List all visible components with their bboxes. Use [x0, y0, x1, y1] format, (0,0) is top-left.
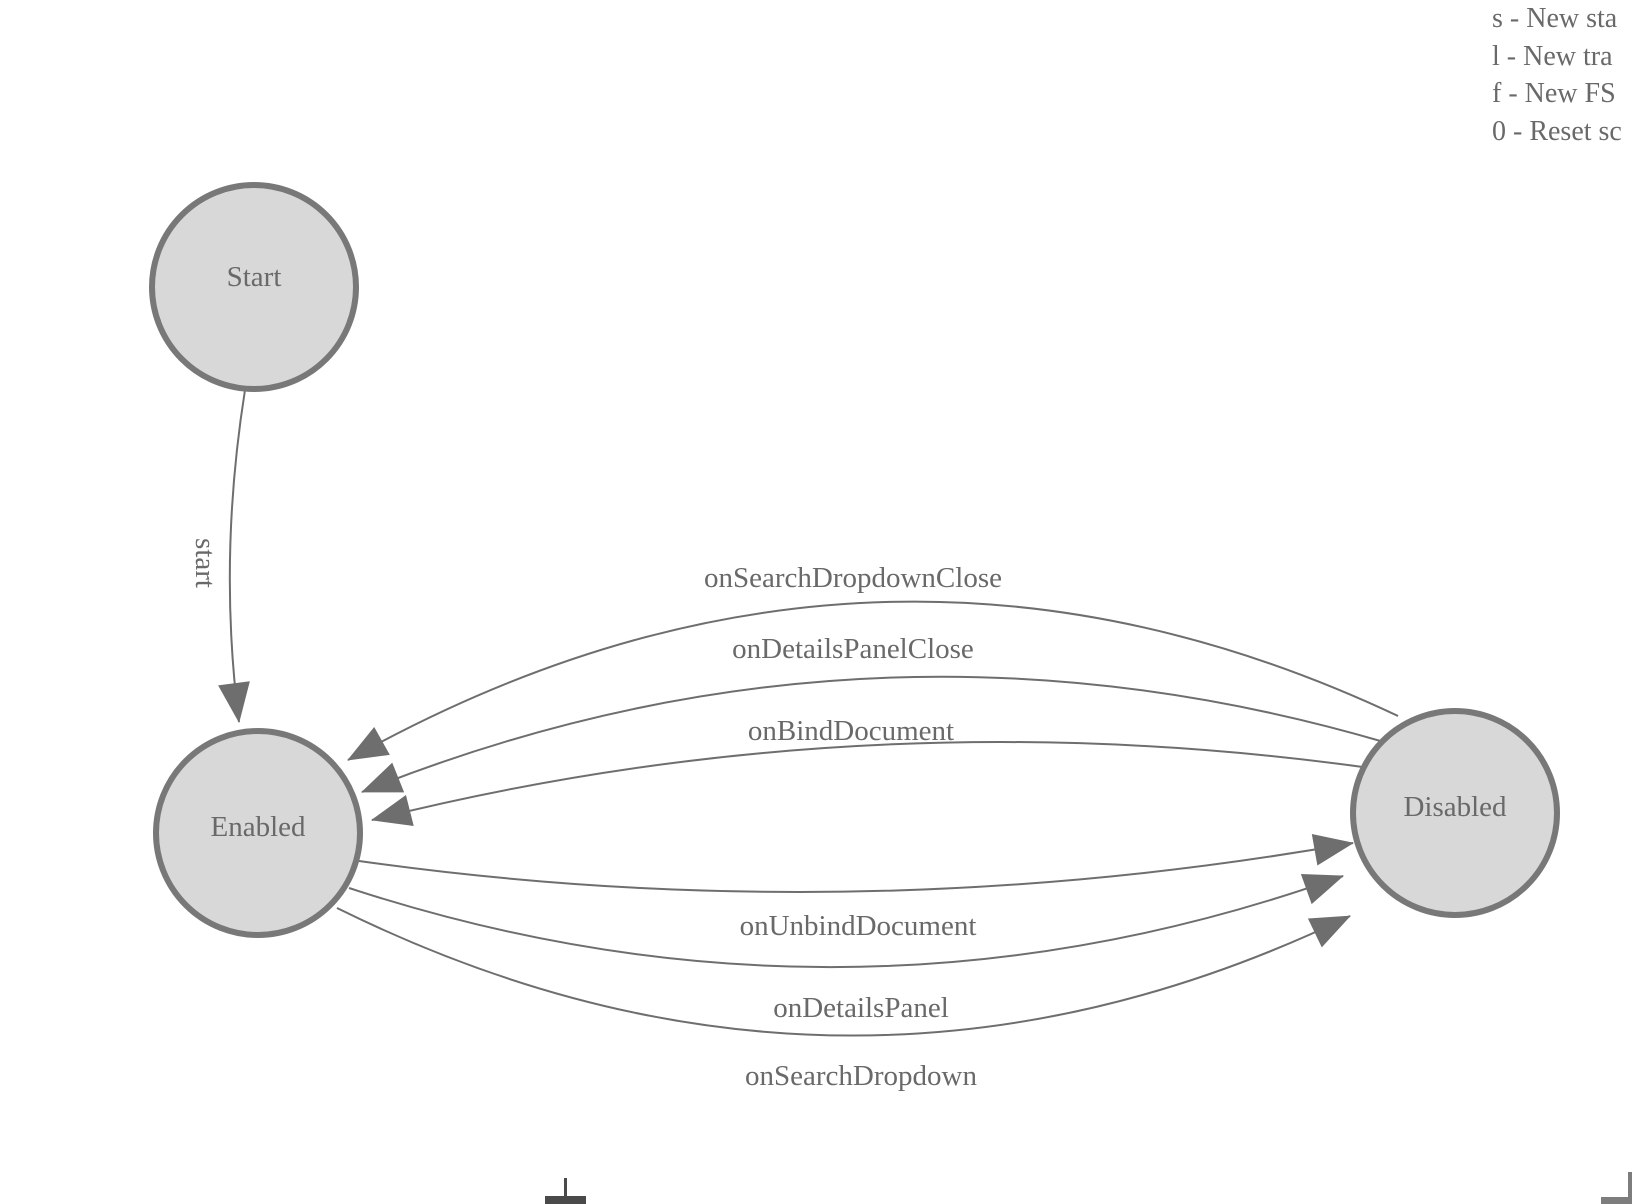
- state-node-start[interactable]: Start: [149, 182, 359, 392]
- edge-onSearchDropdown[interactable]: [336, 907, 1351, 1037]
- state-node-disabled[interactable]: Disabled: [1350, 708, 1560, 918]
- edge-label-onUnbindDocument: onUnbindDocument: [740, 910, 977, 942]
- legend-line-new-fsm: f - New FS: [1492, 78, 1616, 109]
- edge-onSearchDropdownClose[interactable]: [347, 600, 1399, 761]
- edge-onBindDocument[interactable]: [371, 741, 1371, 827]
- edge-onDetailsPanelClose[interactable]: [361, 675, 1385, 793]
- edge-label-onDetailsPanelClose: onDetailsPanelClose: [732, 633, 974, 665]
- state-label-enabled: Enabled: [210, 811, 306, 843]
- edge-label-onSearchDropdownClose: onSearchDropdownClose: [704, 562, 1002, 594]
- state-circle-enabled[interactable]: [153, 728, 363, 938]
- edge-onUnbindDocument[interactable]: [358, 834, 1354, 894]
- state-circle-start[interactable]: [149, 182, 359, 392]
- edge-label-onDetailsPanel: onDetailsPanel: [773, 992, 949, 1024]
- edges: [218, 389, 1399, 1037]
- edge-label-onSearchDropdown: onSearchDropdown: [745, 1060, 977, 1092]
- state-circle-disabled[interactable]: [1350, 708, 1560, 918]
- shortcut-legend: s - New sta l - New tra f - New FS 0 - R…: [1492, 0, 1622, 150]
- state-label-disabled: Disabled: [1403, 791, 1507, 823]
- legend-line-new-state: s - New sta: [1492, 3, 1618, 34]
- edge-labels: start onSearchDropdownClose onDetailsPan…: [189, 538, 1002, 1092]
- legend-line-reset: 0 - Reset sc: [1492, 115, 1622, 147]
- edge-start[interactable]: [218, 389, 250, 723]
- edge-onDetailsPanel[interactable]: [348, 874, 1344, 969]
- state-node-enabled[interactable]: Enabled: [153, 728, 363, 938]
- cropped-box-corner-bottom-right: [1601, 1172, 1632, 1204]
- legend-line-new-transition: l - New tra: [1492, 40, 1613, 72]
- edge-label-start: start: [189, 538, 221, 588]
- state-label-start: Start: [227, 261, 282, 293]
- edge-label-onBindDocument: onBindDocument: [748, 715, 954, 747]
- cropped-element-bottom: [545, 1178, 586, 1204]
